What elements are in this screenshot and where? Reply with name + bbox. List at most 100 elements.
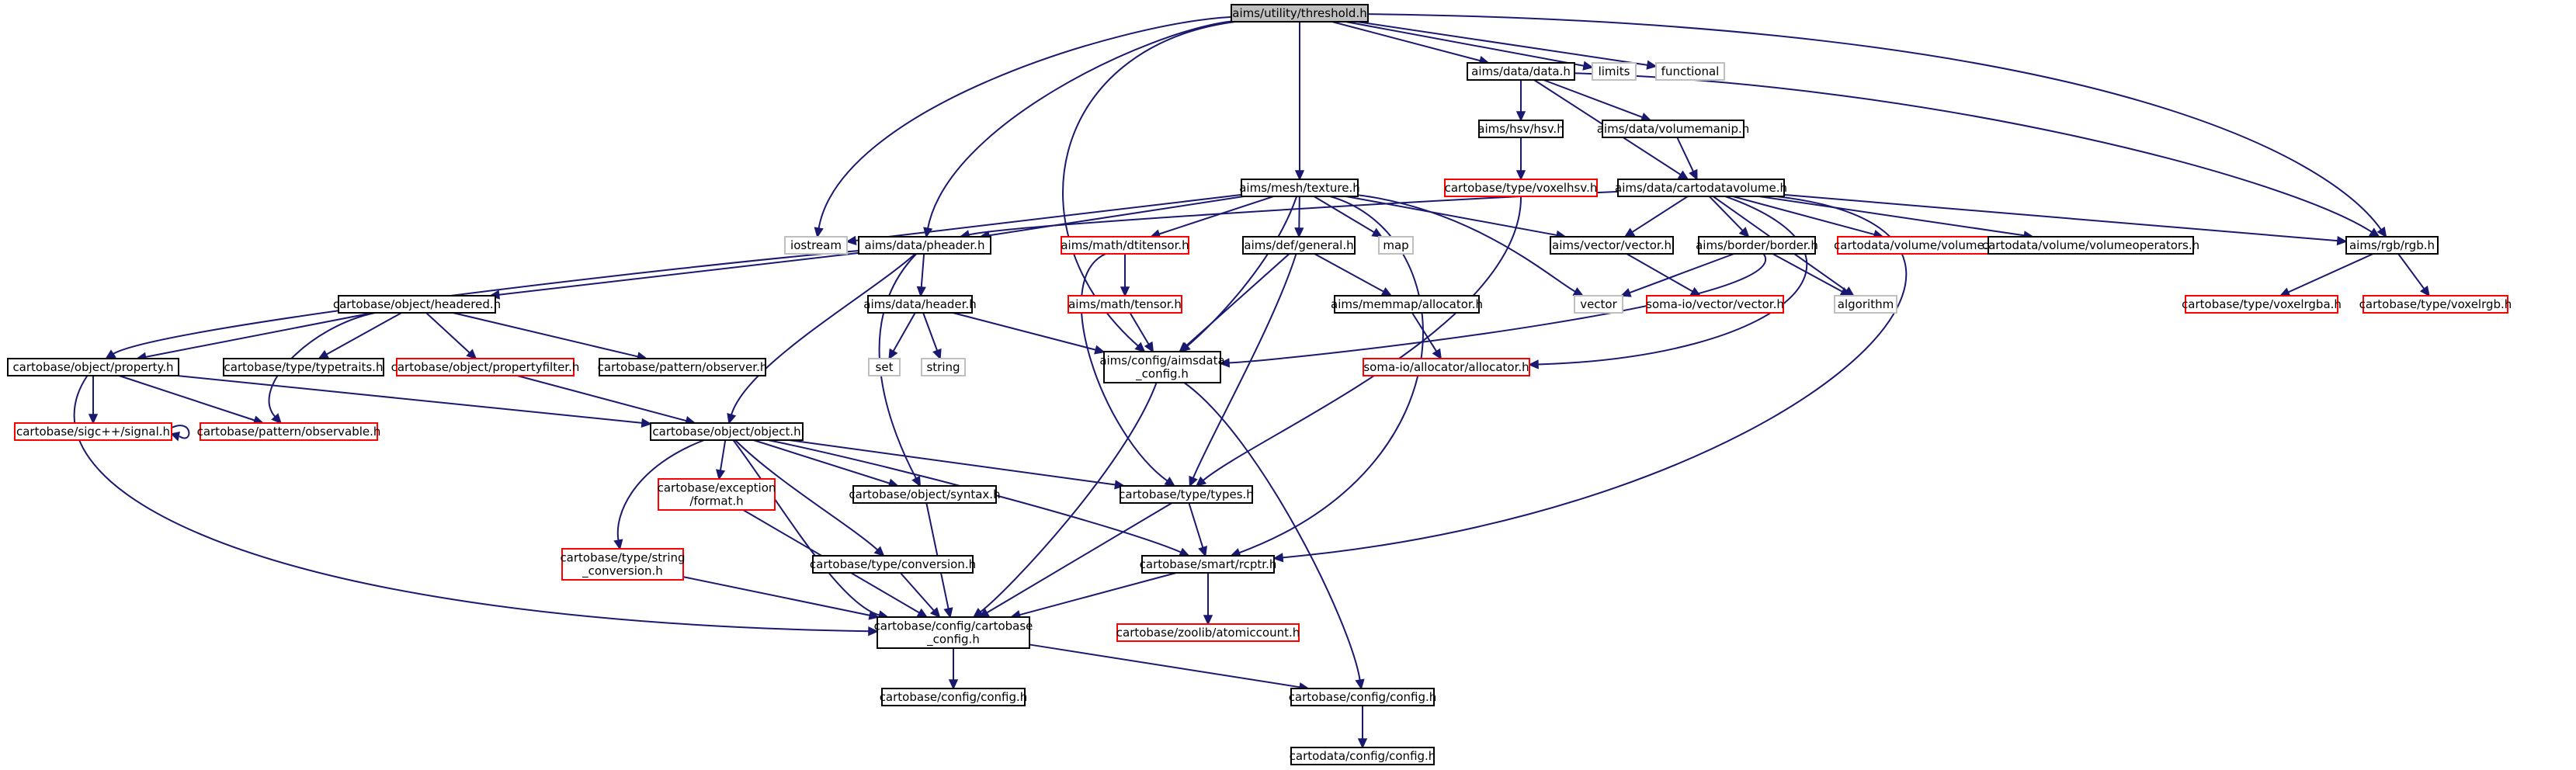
node-label: cartobase/config/config.h [880,690,1028,704]
node-rgbh[interactable]: aims/rgb/rgb.h [2345,236,2439,255]
node-label-line: _conversion.h [582,564,663,579]
edge-rcptr-to-cartobase_config [1009,572,1177,619]
node-general[interactable]: aims/def/general.h [1242,236,1356,255]
arrowhead [1623,227,1636,238]
node-label: aims/data/header.h [863,297,976,311]
node-label-line: cartobase/config/config.h [880,690,1028,704]
node-aimsdata-config[interactable]: aims/config/aimsdata_config.h [1099,351,1225,383]
node-allocatorh[interactable]: aims/memmap/allocator.h [1331,295,1483,314]
node-box [599,358,766,376]
node-label: cartobase/type/types.h [1119,487,1254,501]
node-label: vector [1580,297,1617,311]
node-atomiccount[interactable]: cartobase/zoolib/atomiccount.h [1116,623,1300,642]
node-label: aims/hsv/hsv.h [1477,122,1564,136]
node-label: cartobase/type/voxelrgba.h [2182,297,2342,311]
node-volumemanip[interactable]: aims/data/volumemanip.h [1597,120,1750,138]
node-label-line: cartobase/smart/rcptr.h [1140,557,1277,571]
node-box [1061,236,1189,255]
edge-threshold-to-aimsdata_config [1062,21,1236,353]
node-typetraits[interactable]: cartobase/type/typetraits.h [223,358,384,376]
node-box [1988,236,2194,255]
edge-rgbh-to-voxelrgba [2279,253,2374,297]
arrowhead [715,469,726,480]
node-headered[interactable]: cartobase/object/headered.h [333,295,501,314]
node-label: aims/data/cartodatavolume.h [1615,181,1787,195]
node-label-line: vector [1580,297,1617,311]
node-voxelrgba[interactable]: cartobase/type/voxelrgba.h [2182,295,2342,314]
node-label: aims/data/volumemanip.h [1597,122,1750,136]
node-syntax[interactable]: cartobase/object/syntax.h [849,485,1001,504]
node-label: cartobase/pattern/observer.h [598,360,768,374]
node-rcptr[interactable]: cartobase/smart/rcptr.h [1140,555,1277,574]
node-volumeh[interactable]: cartodata/volume/volume.h [1834,236,1995,255]
edge-cartodatavolume-to-vectorh [1623,196,1689,238]
node-label: soma-io/vector/vector.h [1646,297,1784,311]
node-propertyfilter[interactable]: cartobase/object/propertyfilter.h [391,358,580,376]
node-string-conversion[interactable]: cartobase/type/string_conversion.h [560,548,686,581]
edge-string_conversion-to-cartobase_config [682,576,880,620]
node-label: cartodata/volume/volumeoperators.h [1982,238,2199,252]
edge-hsv-to-voxelhsv [1515,137,1526,181]
node-cartobase-config[interactable]: cartobase/config/cartobase_config.h [874,616,1033,649]
node-label-line: functional [1661,64,1720,78]
node-data[interactable]: aims/data/data.h [1467,62,1575,81]
node-pheader[interactable]: aims/data/pheader.h [858,236,991,255]
node-label: string [926,360,960,374]
node-label: cartodata/volume/volume.h [1834,238,1995,252]
node-label-line: soma-io/allocator/allocator.h [1363,360,1529,374]
arrowhead [1144,341,1154,353]
edge-property-to-objecth [177,375,652,428]
node-objecth[interactable]: cartobase/object/object.h [650,422,804,441]
node-texture[interactable]: aims/mesh/texture.h [1239,179,1360,197]
node-conversion[interactable]: cartobase/type/conversion.h [810,555,976,574]
node-tensorh[interactable]: aims/math/tensor.h [1068,295,1182,314]
node-vectorh[interactable]: aims/vector/vector.h [1550,236,1674,255]
node-label-line: cartobase/sigc++/signal.h [16,425,170,439]
node-cartodata-config[interactable]: cartodata/config/config.h [1290,747,1436,765]
arrowhead [1179,342,1190,353]
arrowhead [929,607,941,619]
arrowhead [1134,342,1146,353]
arrowhead [916,608,929,618]
node-label-line: cartobase/object/propertyfilter.h [391,360,580,374]
node-exception-format[interactable]: cartobase/exception/format.h [658,478,776,511]
edge-texture-to-map [1313,196,1383,238]
node-map: map [1378,236,1414,255]
arrowhead [1371,227,1383,238]
edge-headerh-to-set [888,312,916,360]
node-property[interactable]: cartobase/object/property.h [7,358,179,376]
node-somaallocator[interactable]: soma-io/allocator/allocator.h [1363,358,1530,376]
node-borderh[interactable]: aims/border/border.h [1696,236,1818,255]
node-dtitensor[interactable]: aims/math/dtitensor.h [1061,236,1189,255]
node-threshold[interactable]: aims/utility/threshold.h [1231,4,1369,23]
node-headerh[interactable]: aims/data/header.h [863,295,977,314]
edge-pheader-to-objecth [727,253,916,425]
node-signal[interactable]: cartobase/sigc++/signal.h [14,422,172,441]
node-voxelhsv[interactable]: cartobase/type/voxelhsv.h [1444,179,1598,197]
edge-cartodatavolume-to-borderh [1708,196,1750,238]
node-volumeoperators[interactable]: cartodata/volume/volumeoperators.h [1982,236,2199,255]
node-box [1592,62,1637,81]
edge-threshold-to-texture [1294,22,1305,181]
node-config1[interactable]: cartobase/config/config.h [880,688,1028,706]
node-label-line: cartobase/type/voxelrgb.h [2359,297,2512,311]
node-types[interactable]: cartobase/type/types.h [1119,485,1254,504]
node-box [1290,688,1435,706]
edges-layer [73,13,2430,749]
node-label: functional [1661,64,1720,78]
node-observable[interactable]: cartobase/pattern/observable.h [197,422,381,441]
node-label-line: cartobase/exception [658,481,776,495]
node-observer[interactable]: cartobase/pattern/observer.h [598,358,768,376]
node-label: aims/math/tensor.h [1068,297,1182,311]
node-label-line: cartobase/pattern/observable.h [197,425,381,439]
node-functional: functional [1655,62,1725,81]
node-voxelrgb[interactable]: cartobase/type/voxelrgb.h [2359,295,2512,314]
edge-borderh-to-aimsdata_config [1219,253,1767,368]
node-config2[interactable]: cartobase/config/config.h [1289,688,1437,706]
node-label: soma-io/allocator/allocator.h [1363,360,1529,374]
node-hsv[interactable]: aims/hsv/hsv.h [1477,120,1564,138]
node-label-line: cartodata/volume/volume.h [1834,238,1995,252]
node-somavector[interactable]: soma-io/vector/vector.h [1646,295,1784,314]
arrowhead [868,626,879,636]
node-cartodatavolume[interactable]: aims/data/cartodatavolume.h [1615,179,1787,197]
